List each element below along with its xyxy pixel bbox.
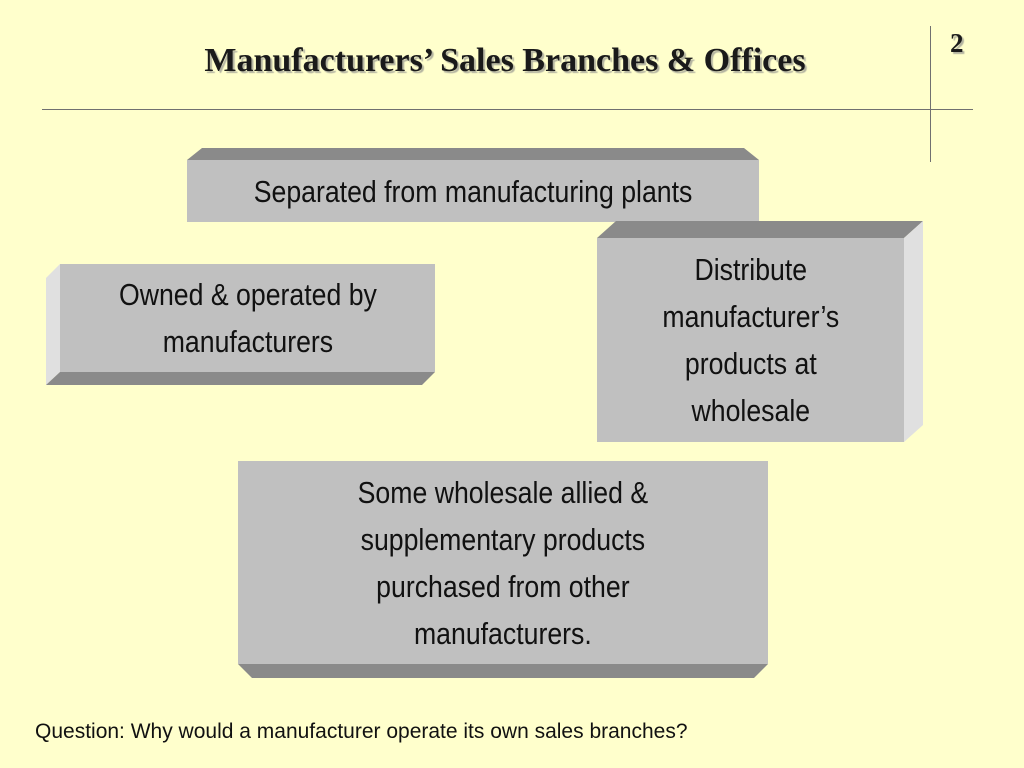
wholesale-box: Some wholesale allied & supplementary pr… <box>238 461 768 664</box>
title-divider-horizontal <box>42 109 973 110</box>
title-divider-vertical <box>930 26 931 162</box>
separated-box: Separated from manufacturing plants <box>187 160 759 222</box>
distribute-box-text: Distribute manufacturer’s products at wh… <box>662 252 839 428</box>
owned-box-shape <box>46 264 435 385</box>
wholesale-box-shape <box>238 461 768 678</box>
separated-box-shape <box>187 148 759 222</box>
slide-number: 2 <box>950 28 964 58</box>
separated-box-text: Separated from manufacturing plants <box>253 173 693 209</box>
distribute-box-shape <box>597 221 923 442</box>
wholesale-box-text: Some wholesale allied & supplementary pr… <box>357 474 649 651</box>
owned-box: Owned & operated by manufacturers <box>60 264 435 372</box>
owned-box-text: Owned & operated by manufacturers <box>118 277 377 359</box>
distribute-box: Distribute manufacturer’s products at wh… <box>597 238 904 442</box>
question-text: Question: Why would a manufacturer opera… <box>35 720 688 743</box>
slide-title: Manufacturers’ Sales Branches & Offices <box>204 42 806 79</box>
